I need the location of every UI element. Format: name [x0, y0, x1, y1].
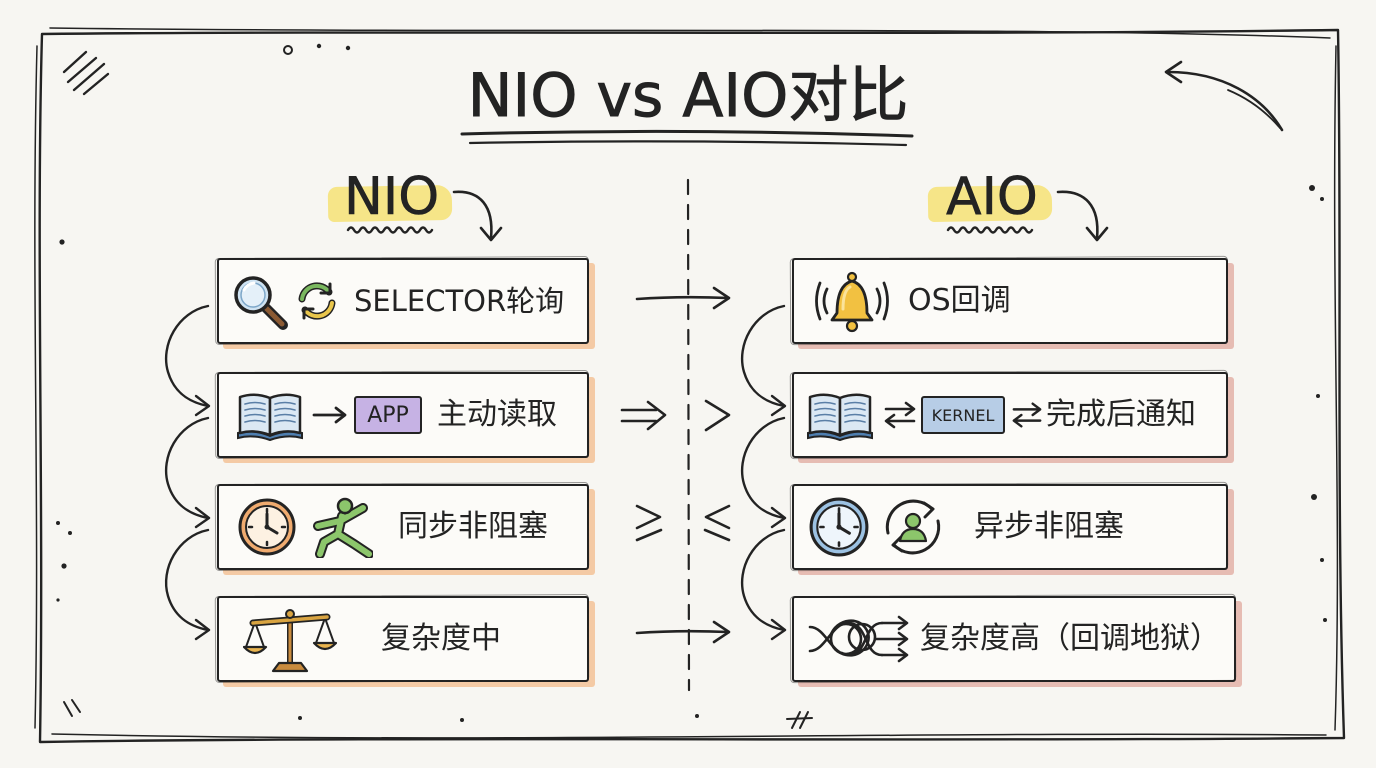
clock-icon	[237, 497, 297, 557]
nio-flow-arrow-1	[165, 304, 210, 408]
exchange-arrows-icon	[1011, 400, 1043, 430]
aio-heading-squiggle	[946, 226, 1034, 234]
scribble-bottom	[63, 699, 813, 729]
sketch-frame	[34, 27, 1346, 744]
nio-row-2-label: 主动读取	[437, 397, 557, 432]
nio-row-complexity: 复杂度中	[217, 596, 589, 682]
yoga-person-icon	[309, 496, 373, 558]
nio-row-sync-nonblocking: 同步非阻塞	[217, 484, 589, 570]
kernel-badge: KERNEL	[921, 396, 1005, 434]
scribble-top-left	[62, 50, 110, 96]
book-icon	[235, 389, 305, 441]
nio-flow-arrow-2	[165, 416, 210, 520]
app-badge: APP	[354, 396, 422, 434]
aio-heading: AIO	[946, 167, 1038, 227]
nio-row-active-read: APP 主动读取	[217, 372, 589, 458]
clock-icon	[808, 496, 870, 558]
row-2-connector-double-arrow	[620, 399, 731, 432]
title-underline	[460, 129, 914, 147]
decorative-dots	[56, 43, 1327, 722]
aio-flow-arrow-2	[741, 416, 786, 520]
tangled-knot-icon	[806, 607, 914, 671]
aio-heading-arrow	[1056, 190, 1109, 242]
balance-scale-icon	[243, 603, 337, 675]
cycle-person-icon	[880, 497, 946, 557]
aio-row-2-label: 完成后通知	[1046, 397, 1196, 432]
refresh-icon	[295, 279, 339, 323]
magnifier-icon	[229, 271, 289, 331]
page-title: NIO vs AIO对比	[467, 61, 909, 131]
aio-flow-arrows	[741, 304, 787, 641]
nio-row-1-label: SELECTOR轮询	[354, 284, 565, 318]
aio-row-3-label: 异步非阻塞	[974, 509, 1124, 544]
row-3-connector-compare	[635, 504, 731, 542]
aio-row-notify-on-complete: KERNEL 完成后通知	[792, 372, 1228, 458]
aio-flow-arrow-3	[741, 528, 786, 632]
bell-icon	[812, 269, 892, 333]
nio-row-selector-polling: SELECTOR轮询	[217, 258, 589, 344]
nio-heading-arrow	[452, 190, 503, 242]
aio-row-os-callback: OS回调	[792, 258, 1228, 344]
nio-flow-arrows	[165, 304, 211, 641]
nio-flow-arrow-3	[165, 528, 210, 632]
nio-heading: NIO	[344, 167, 440, 227]
row-4-connector-arrow	[635, 620, 731, 644]
center-divider	[686, 178, 691, 692]
nio-row-3-label: 同步非阻塞	[398, 509, 548, 544]
nio-row-4-label: 复杂度中	[381, 621, 501, 656]
curved-arrow-top-right	[1164, 60, 1284, 132]
exchange-arrows-icon	[883, 400, 917, 430]
nio-heading-squiggle	[346, 226, 434, 234]
aio-row-4-label: 复杂度高（回调地狱）	[920, 621, 1220, 656]
book-icon	[805, 389, 875, 441]
aio-row-complexity: 复杂度高（回调地狱）	[792, 596, 1236, 682]
aio-flow-arrow-1	[741, 304, 786, 408]
row-1-connector-arrow	[635, 286, 731, 310]
aio-row-1-label: OS回调	[908, 283, 1011, 318]
arrow-right-icon	[311, 405, 349, 425]
aio-row-async-nonblocking: 异步非阻塞	[792, 484, 1228, 570]
